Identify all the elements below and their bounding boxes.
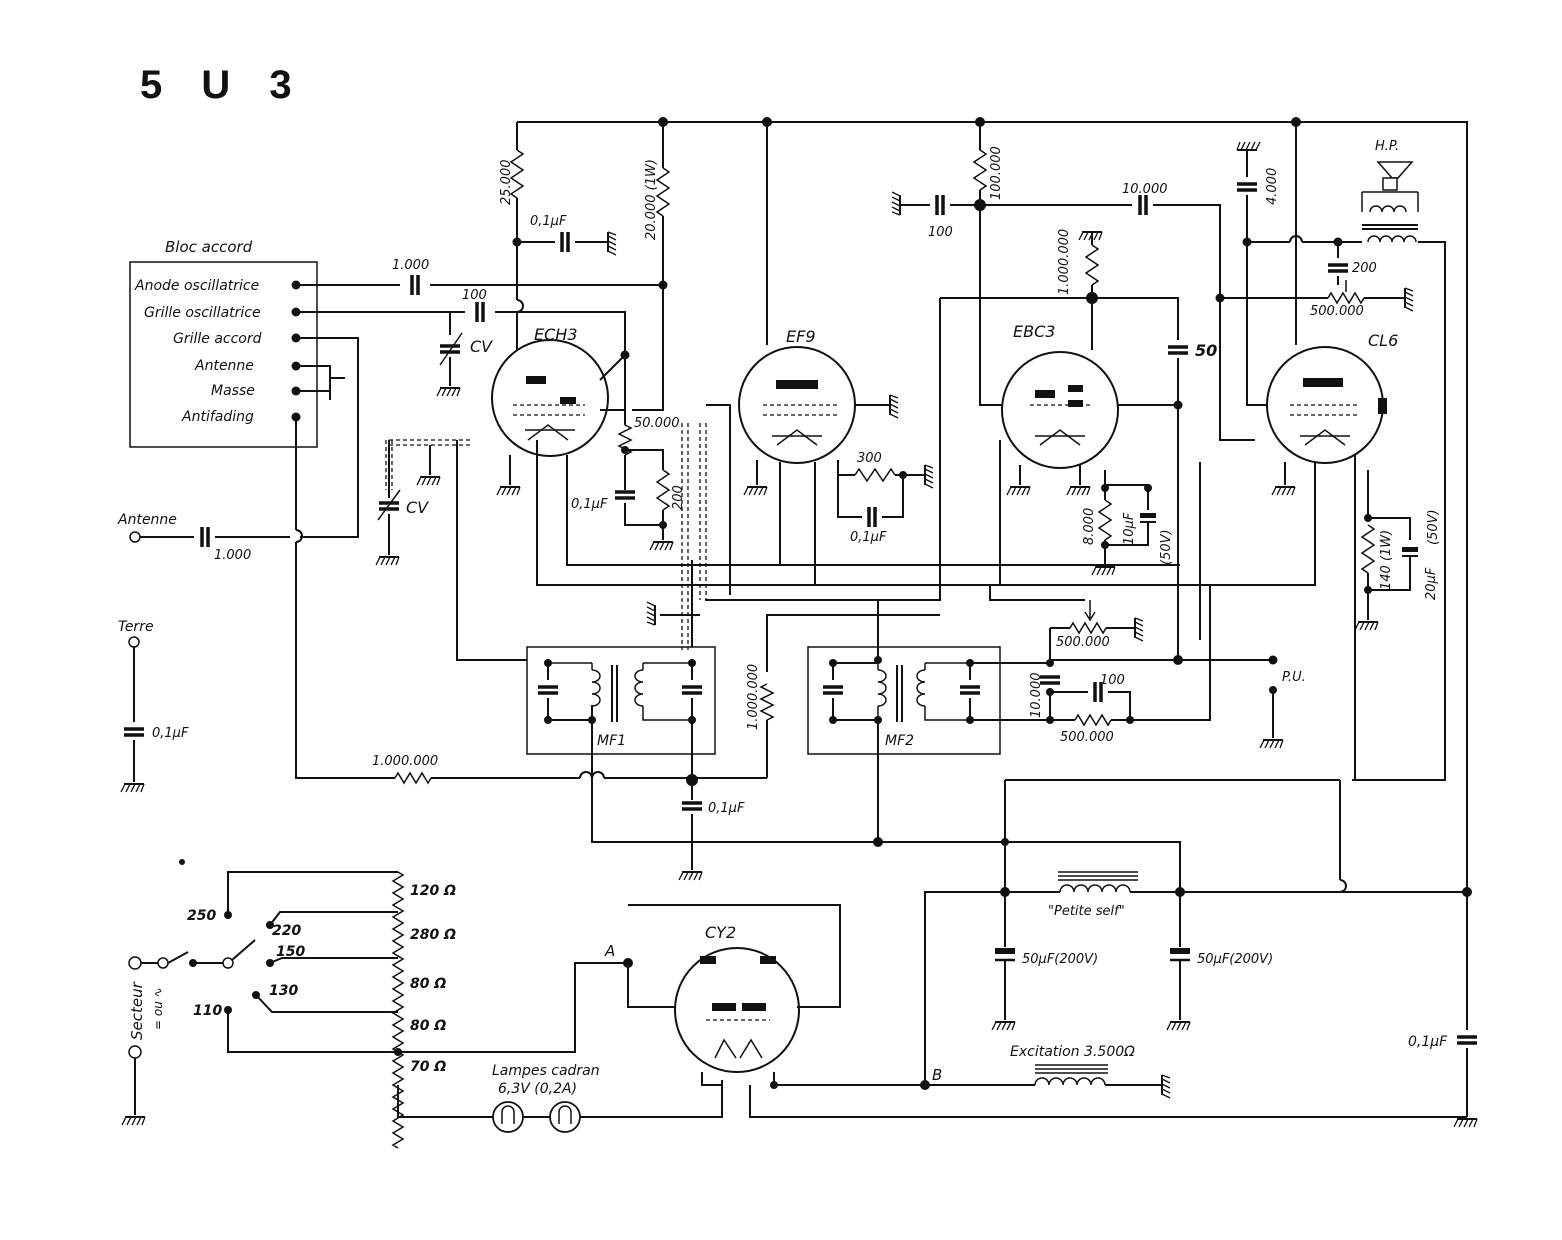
cap-01-right-label: 0,1µF bbox=[1408, 1034, 1448, 1050]
r-300-label: 300 bbox=[857, 451, 882, 466]
cap-01-ef9-label: 0,1µF bbox=[850, 530, 887, 545]
ech3-stage: 25.000 0,1µF 20.000 (1W) ECH3 50.000 200 bbox=[456, 122, 690, 661]
cv1-label: CV bbox=[470, 337, 493, 356]
terminal-anode-oscillatrice: Anode oscillatrice bbox=[134, 278, 259, 294]
cap-1000-ant-label: 1.000 bbox=[214, 548, 251, 563]
tap-130-label: 130 bbox=[269, 983, 298, 999]
r-100000-label: 100.000 bbox=[989, 146, 1004, 200]
secteur-symbol-label: = ou ∿ bbox=[151, 987, 165, 1030]
res-70-label: 70 Ω bbox=[410, 1059, 446, 1075]
bloc-accord: Bloc accord Anode oscillatrice Grille os… bbox=[129, 238, 318, 448]
cap-1000-osc-label: 1.000 bbox=[392, 258, 429, 273]
cap-50-label: 50 bbox=[1195, 341, 1217, 360]
lampes-cadran-label: Lampes cadran bbox=[492, 1063, 600, 1079]
r-10000-label: 10.000 bbox=[1029, 673, 1044, 719]
r-200-ech3-label: 200 bbox=[671, 485, 686, 510]
cap-200-label: 200 bbox=[1352, 261, 1377, 276]
cap-50uf-b-label: 50µF(200V) bbox=[1197, 952, 1273, 967]
cap-20uf-voltage-label: (50V) bbox=[1426, 509, 1441, 545]
bloc-wiring: 1.000 100 CV bbox=[295, 258, 663, 779]
volume-and-pu: 500.000 P.U. bbox=[989, 585, 1306, 749]
tap-150-label: 150 bbox=[276, 944, 305, 960]
cap-01-ech3-label: 0,1µF bbox=[571, 497, 608, 512]
res-80b-label: 80 Ω bbox=[410, 1018, 446, 1034]
ef9-stage: EF9 300 0,1µF bbox=[681, 122, 940, 650]
mf1-transformer: MF1 0,1µF bbox=[526, 560, 1005, 881]
cap-20uf-label: 20µF bbox=[1424, 567, 1439, 600]
bloc-accord-heading: Bloc accord bbox=[165, 238, 253, 256]
ebc3-tube-label: EBC3 bbox=[1013, 322, 1055, 341]
ebc3-stage: 100.000 100 10.000 1.000.000 50 EBC3 bbox=[891, 122, 1255, 660]
cl6-stage: 4.000 200 500.000 H.P. CL6 bbox=[1200, 122, 1446, 781]
cap-10000-label: 10.000 bbox=[1122, 182, 1168, 197]
cap-100-osc-label: 100 bbox=[462, 288, 487, 303]
terminal-grille-accord: Grille accord bbox=[173, 331, 262, 347]
res-280-label: 280 Ω bbox=[410, 927, 456, 943]
mains-selector: 250 220 150 130 110 Secteur = ou ∿ 120 Ω… bbox=[121, 859, 633, 1149]
cap-10uf-voltage-label: (50V) bbox=[1159, 529, 1174, 565]
r-25000-label: 25.000 bbox=[499, 160, 514, 206]
r-20000-label: 20.000 (1W) bbox=[644, 159, 659, 240]
tap-220-label: 220 bbox=[272, 923, 301, 939]
point-a-label: A bbox=[604, 942, 615, 960]
terre-input: Terre 0,1µF bbox=[118, 619, 189, 793]
r-1000000-mf1-label: 1.000.000 bbox=[746, 664, 761, 730]
res-120-label: 120 Ω bbox=[410, 883, 456, 899]
ech3-tube-label: ECH3 bbox=[534, 325, 578, 344]
antenna-input: Antenne 1.000 bbox=[117, 512, 290, 563]
cap-100-top-label: 100 bbox=[928, 225, 953, 240]
antenne-label: Antenne bbox=[117, 512, 177, 528]
res-80a-label: 80 Ω bbox=[410, 976, 446, 992]
terminal-masse: Masse bbox=[211, 383, 255, 399]
lampes-voltage-label: 6,3V (0,2A) bbox=[498, 1081, 577, 1097]
cy2-rectifier: CY2 bbox=[627, 904, 1467, 1118]
mf1-label: MF1 bbox=[597, 733, 626, 749]
cv2-variable-cap: CV bbox=[375, 439, 470, 566]
r-1000000-ebc3-label: 1.000.000 bbox=[1057, 229, 1072, 295]
r-1000000-bottom-label: 1.000.000 bbox=[372, 754, 438, 769]
cap-100-mf2-label: 100 bbox=[1100, 673, 1125, 688]
excitation-label: Excitation 3.500Ω bbox=[1010, 1044, 1135, 1060]
pu-label: P.U. bbox=[1282, 670, 1306, 685]
terre-label: Terre bbox=[118, 619, 154, 635]
schematic-title: 5 U 3 bbox=[140, 63, 306, 107]
pot-500000-cl6-label: 500.000 bbox=[1310, 304, 1364, 319]
agc-network: 1.000.000 1.000.000 bbox=[372, 298, 941, 785]
r-500000-mf2-label: 500.000 bbox=[1060, 730, 1114, 745]
r-50000-label: 50.000 bbox=[634, 416, 680, 431]
pot-500000-vol-label: 500.000 bbox=[1056, 635, 1110, 650]
cl6-tube-label: CL6 bbox=[1368, 331, 1398, 350]
cap-10uf-label: 10µF bbox=[1122, 512, 1137, 545]
hp-label: H.P. bbox=[1375, 139, 1399, 154]
cy2-tube-label: CY2 bbox=[705, 923, 736, 942]
cap-01-terre-label: 0,1µF bbox=[152, 726, 189, 741]
r-140-label: 140 (1W) bbox=[1379, 530, 1394, 590]
r-8000-label: 8.000 bbox=[1082, 508, 1097, 545]
terminal-antenne: Antenne bbox=[194, 358, 254, 374]
cap-4000-label: 4.000 bbox=[1265, 168, 1280, 205]
tap-250-label: 250 bbox=[187, 908, 216, 924]
terminal-antifading: Antifading bbox=[181, 409, 254, 425]
cap-01-top-label: 0,1µF bbox=[530, 214, 567, 229]
b-plus-rail bbox=[517, 117, 1468, 892]
terminal-grille-oscillatrice: Grille oscillatrice bbox=[144, 305, 261, 321]
cap-01-mf1-label: 0,1µF bbox=[708, 801, 745, 816]
filter-section: B "Petite self" 50µF(200V) 50µF(200V) Ex… bbox=[920, 779, 1479, 1128]
secteur-label: Secteur bbox=[128, 981, 146, 1040]
cap-50uf-a-label: 50µF(200V) bbox=[1022, 952, 1098, 967]
petite-self-label: "Petite self" bbox=[1048, 904, 1125, 919]
point-b-label: B bbox=[932, 1066, 942, 1084]
dial-lamps: Lampes cadran 6,3V (0,2A) bbox=[492, 1063, 723, 1133]
cv2-label: CV bbox=[406, 498, 429, 517]
tap-110-label: 110 bbox=[193, 1003, 222, 1019]
ef9-tube-label: EF9 bbox=[786, 327, 816, 346]
mf2-label: MF2 bbox=[885, 733, 914, 749]
mf2-transformer: MF2 100 10.000 500.000 bbox=[807, 585, 1211, 847]
interstage-wiring bbox=[537, 405, 1315, 640]
